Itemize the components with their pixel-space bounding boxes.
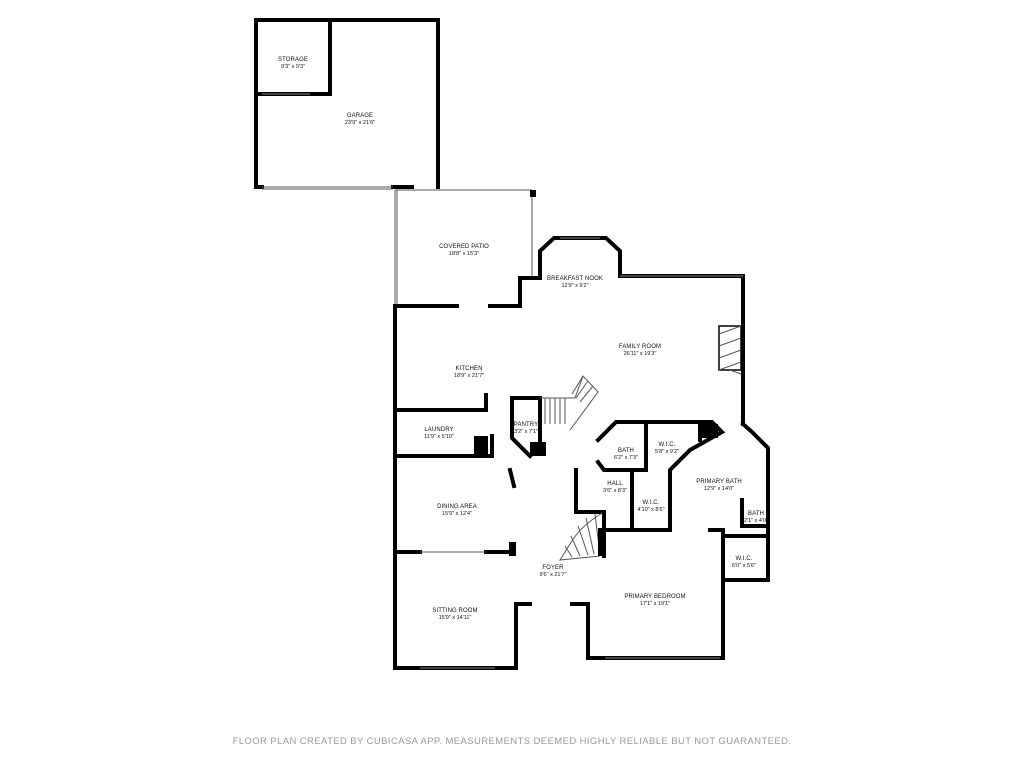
room-dimensions: 4'10" x 8'6" — [637, 507, 665, 514]
room-name: FOYER — [542, 565, 564, 571]
room-label-bath-1: BATH 6'2" x 7'3" — [614, 448, 638, 462]
room-name: DINING AREA — [437, 504, 477, 510]
room-label-laundry: LAUNDRY 11'9" x 5'10" — [424, 427, 454, 441]
room-label-bath-2: BATH 2'1" x 4'0" — [744, 511, 768, 525]
room-label-hall: HALL 3'6" x 8'3" — [603, 481, 627, 495]
room-dimensions: 3'6" x 8'3" — [602, 488, 628, 495]
room-dimensions: 6'2" x 7'3" — [613, 455, 639, 462]
room-name: STORAGE — [278, 57, 308, 63]
room-label-foyer: FOYER 9'6" x 21'7" — [539, 565, 566, 579]
footer-disclaimer: FLOOR PLAN CREATED BY CUBICASA APP. MEAS… — [232, 736, 792, 747]
room-label-primary-bedroom: PRIMARY BEDROOM 17'1" x 19'1" — [624, 594, 685, 608]
room-dimensions: 15'9" x 14'11" — [438, 615, 472, 622]
room-label-primary-bath: PRIMARY BATH 12'9" x 14'0" — [696, 479, 742, 493]
staircases — [540, 375, 606, 561]
room-name: W.I.C. — [658, 442, 676, 448]
room-name: KITCHEN — [455, 366, 483, 372]
room-label-storage: STORAGE 9'3" x 9'3" — [278, 57, 308, 71]
room-label-dining-area: DINING AREA 15'9" x 12'4" — [437, 504, 477, 518]
room-dimensions: 6'0" x 5'6" — [731, 563, 757, 570]
room-dimensions: 12'9" x 14'0" — [703, 486, 735, 493]
room-label-garage: GARAGE 23'9" x 21'6" — [345, 113, 375, 127]
room-dimensions: 18'8" x 15'3" — [448, 251, 480, 258]
room-label-sitting-room: SITTING ROOM 15'9" x 14'11" — [432, 608, 477, 622]
room-dimensions: 23'9" x 21'6" — [344, 120, 376, 127]
room-name: BATH — [748, 511, 764, 517]
room-dimensions: 9'6" x 21'7" — [539, 572, 567, 579]
room-label-wic-1: W.I.C. 5'8" x 9'2" — [655, 442, 679, 456]
room-dimensions: 17'1" x 19'1" — [639, 601, 671, 608]
room-name: W.I.C. — [642, 500, 660, 506]
room-dimensions: 12'9" x 9'2" — [561, 283, 589, 290]
room-dimensions: 9'3" x 9'3" — [280, 64, 306, 71]
room-name: FAMILY ROOM — [618, 344, 662, 350]
room-dimensions: 3'2" x 7'1" — [513, 429, 539, 436]
room-dimensions: 26'11" x 19'3" — [623, 351, 657, 358]
room-name: PANTRY — [513, 422, 539, 428]
room-dimensions: 15'9" x 12'4" — [441, 511, 473, 518]
room-label-covered-patio: COVERED PATIO 18'8" x 15'3" — [439, 244, 489, 258]
room-name: SITTING ROOM — [432, 608, 478, 614]
room-name: BATH — [618, 448, 634, 454]
room-dimensions: 11'9" x 5'10" — [424, 434, 454, 441]
room-name: BREAKFAST NOOK — [547, 276, 603, 282]
room-name: PRIMARY BEDROOM — [624, 594, 686, 600]
room-dimensions: 18'9" x 21'7" — [453, 373, 485, 380]
room-label-breakfast-nook: BREAKFAST NOOK 12'9" x 9'2" — [547, 276, 603, 290]
room-label-wic-3: W.I.C. 6'0" x 5'6" — [732, 556, 756, 570]
room-label-wic-2: W.I.C. 4'10" x 8'6" — [637, 500, 664, 514]
room-name: COVERED PATIO — [439, 244, 489, 250]
room-dimensions: 5'8" x 9'2" — [654, 449, 680, 456]
room-name: HALL — [607, 481, 623, 487]
room-name: LAUNDRY — [424, 427, 454, 433]
room-name: W.I.C. — [735, 556, 753, 562]
room-label-family-room: FAMILY ROOM 26'11" x 19'3" — [619, 344, 661, 358]
room-label-pantry: PANTRY 3'2" x 7'1" — [514, 422, 538, 436]
patio-outline — [394, 189, 536, 306]
house-exterior-walls — [393, 236, 770, 670]
room-dimensions: 2'1" x 4'0" — [743, 518, 769, 525]
fireplace — [718, 325, 742, 375]
room-name: PRIMARY BATH — [696, 479, 742, 485]
room-label-kitchen: KITCHEN 18'9" x 21'7" — [454, 366, 484, 380]
room-name: GARAGE — [346, 113, 374, 119]
garage-walls — [254, 18, 440, 190]
